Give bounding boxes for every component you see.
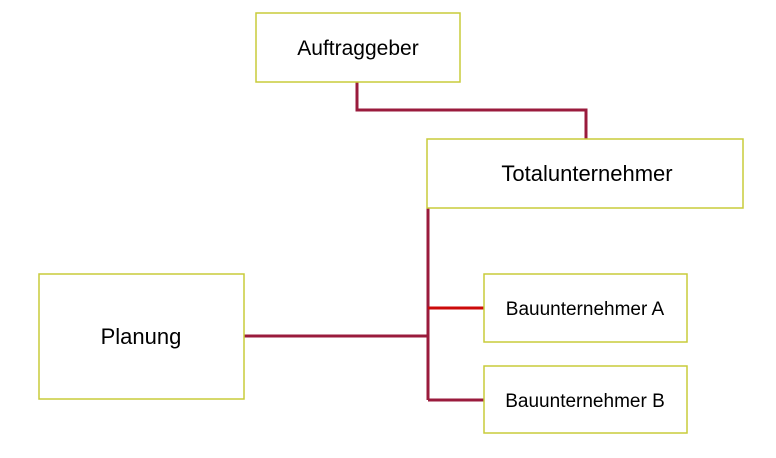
connector-auftraggeber-totalunternehmer	[355, 82, 588, 139]
connectors	[244, 82, 588, 402]
node-totalunternehmer: Totalunternehmer	[426, 138, 744, 209]
node-planung: Planung	[38, 273, 245, 400]
node-auftraggeber-label: Auftraggeber	[297, 37, 418, 60]
node-totalunternehmer-label: Totalunternehmer	[501, 161, 672, 186]
node-bauunternehmer-a: Bauunternehmer A	[483, 273, 688, 343]
node-planung-label: Planung	[101, 324, 182, 349]
node-bauunternehmer-b: Bauunternehmer B	[483, 365, 688, 434]
node-bauunternehmer-a-label: Bauunternehmer A	[506, 299, 665, 320]
node-bauunternehmer-b-label: Bauunternehmer B	[505, 391, 665, 412]
node-auftraggeber: Auftraggeber	[255, 12, 461, 83]
